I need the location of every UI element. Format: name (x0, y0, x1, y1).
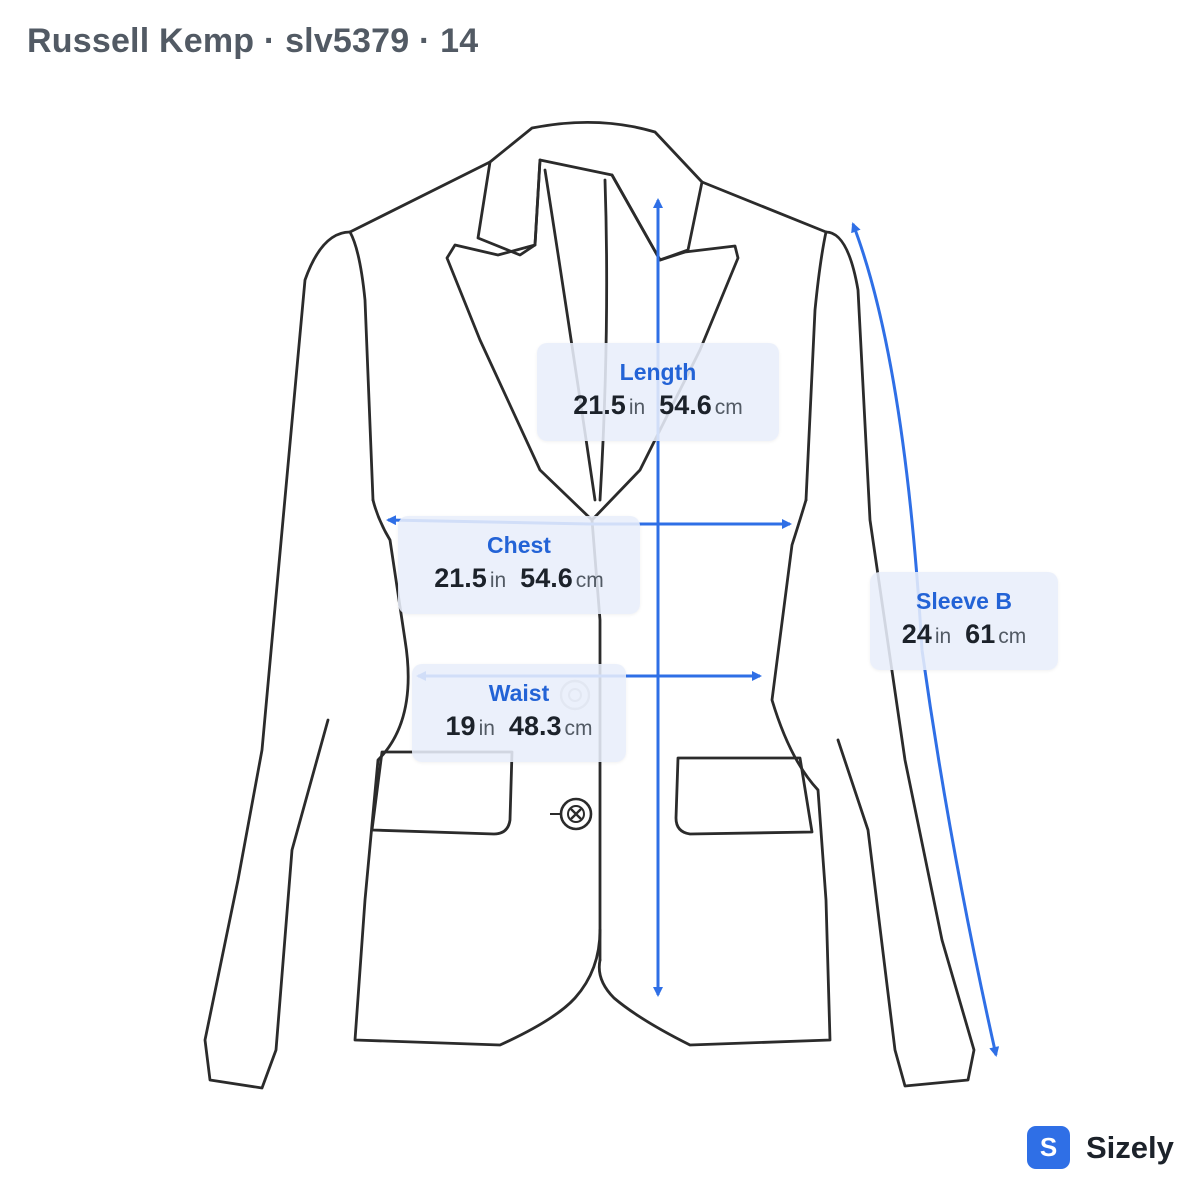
sleeve-cm-unit: cm (998, 624, 1027, 648)
button-icon (550, 797, 593, 831)
sleeve-arrow-bottom (920, 649, 1000, 1057)
chest-name: Chest (487, 531, 551, 558)
sizely-logo-icon: S (1027, 1126, 1070, 1169)
chest-cm: 54.6 (520, 562, 573, 593)
page-title: Russell Kemp · slv5379 · 14 (27, 22, 479, 60)
length-cm-unit: cm (714, 395, 743, 419)
chest-in-unit: in (489, 568, 507, 592)
chest-in: 21.5 (434, 562, 487, 593)
chest-cm-unit: cm (575, 568, 604, 592)
length-name: Length (619, 358, 697, 385)
waist-cm-unit: cm (564, 716, 593, 740)
length-cm: 54.6 (659, 389, 712, 420)
waist-name: Waist (488, 679, 550, 706)
sleeve-in: 24 (901, 618, 932, 649)
brand: S Sizely (1027, 1126, 1174, 1169)
brand-name: Sizely (1086, 1129, 1174, 1165)
waist-cm: 48.3 (508, 710, 562, 741)
waist-in: 19 (445, 710, 476, 741)
sleeve-cm: 61 (965, 618, 996, 649)
sleeve-name: Sleeve B (916, 587, 1012, 614)
sleeve-in-unit: in (934, 624, 952, 648)
length-in: 21.5 (573, 389, 626, 420)
waist-in-unit: in (478, 716, 495, 740)
length-in-unit: in (628, 395, 646, 419)
jacket-outline (203, 120, 976, 1090)
